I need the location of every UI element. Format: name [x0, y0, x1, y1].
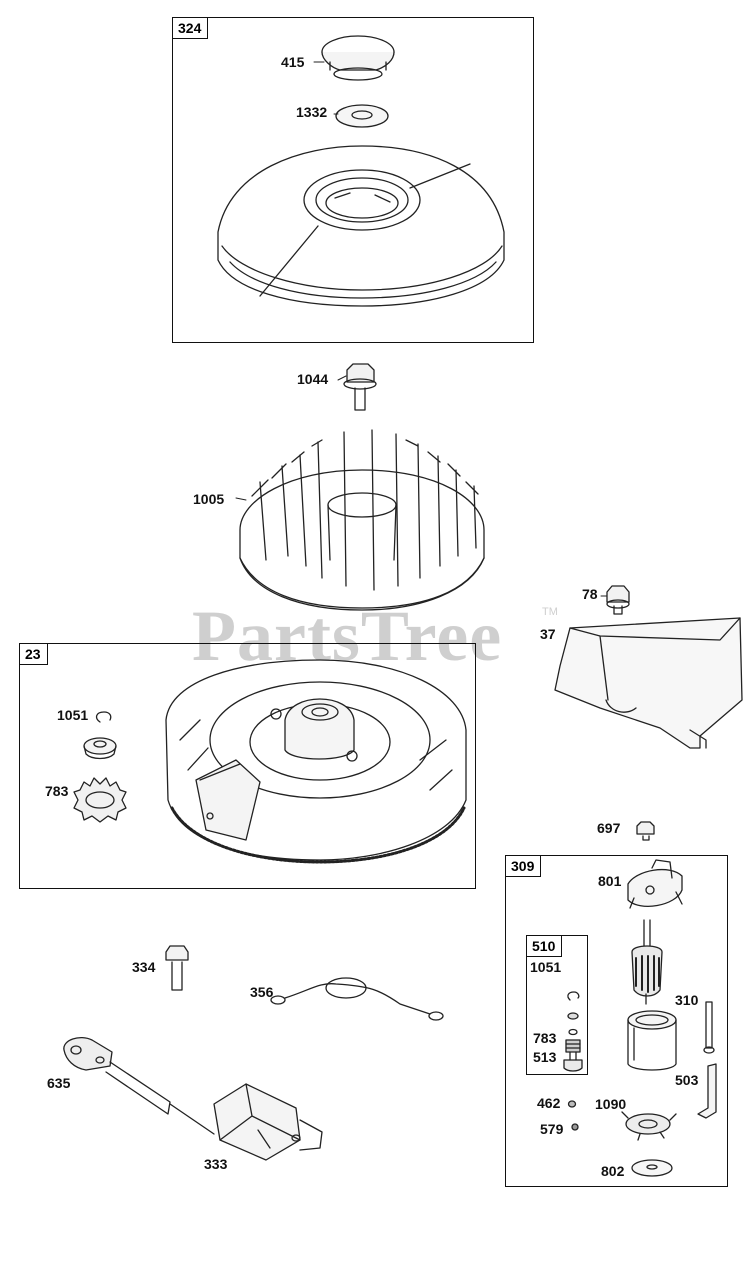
label-783-kit[interactable]: 783 [533, 1030, 557, 1046]
part-37-shield-icon[interactable] [554, 617, 743, 749]
label-503[interactable]: 503 [675, 1072, 699, 1088]
part-1044-bolt-icon[interactable] [343, 363, 377, 411]
label-37[interactable]: 37 [540, 626, 556, 642]
label-333[interactable]: 333 [204, 1156, 228, 1172]
label-1332[interactable]: 1332 [296, 104, 328, 120]
group-box-510: 510 [526, 935, 588, 1075]
part-579-nut-icon[interactable] [571, 1123, 579, 1131]
label-310[interactable]: 310 [675, 992, 699, 1008]
label-415[interactable]: 415 [281, 54, 305, 70]
label-334[interactable]: 334 [132, 959, 156, 975]
part-23-flywheel-icon[interactable] [165, 659, 467, 864]
part-nut-icon[interactable] [83, 737, 117, 760]
group-box-23: 23 [19, 643, 476, 889]
group-tag-510[interactable]: 510 [527, 936, 563, 957]
part-1005-fan-icon[interactable] [239, 429, 485, 611]
label-783[interactable]: 783 [45, 783, 69, 799]
group-tag-309[interactable]: 309 [506, 856, 542, 877]
part-415-cap-icon[interactable] [321, 35, 395, 81]
part-462-nut-icon[interactable] [567, 1100, 577, 1108]
group-tag-23[interactable]: 23 [20, 644, 48, 665]
part-503-bracket-icon[interactable] [697, 1063, 717, 1119]
group-box-309: 309 [505, 855, 728, 1187]
part-333-module-icon[interactable] [213, 1083, 323, 1161]
part-78-bolt-icon[interactable] [606, 585, 630, 615]
part-801-cap-icon[interactable] [627, 859, 683, 909]
label-1090[interactable]: 1090 [595, 1096, 627, 1112]
label-462[interactable]: 462 [537, 1095, 561, 1111]
part-802-washer-icon[interactable] [631, 1159, 673, 1177]
label-78[interactable]: 78 [582, 586, 598, 602]
group-box-324: 324 [172, 17, 534, 343]
part-1051-ring-icon[interactable] [95, 711, 112, 723]
label-1051-kit[interactable]: 1051 [530, 959, 562, 975]
part-783-gear-icon[interactable] [73, 777, 127, 823]
part-310-bolt-icon[interactable] [703, 1001, 715, 1054]
label-579[interactable]: 579 [540, 1121, 564, 1137]
watermark-tm: TM [542, 606, 558, 618]
part-510-kit-icon[interactable] [563, 991, 583, 1072]
label-802[interactable]: 802 [601, 1163, 625, 1179]
label-1044[interactable]: 1044 [297, 371, 329, 387]
part-324-housing-icon[interactable] [217, 145, 505, 307]
part-1332-washer-icon[interactable] [335, 104, 389, 128]
part-635-lead-icon[interactable] [63, 1036, 215, 1135]
label-1051[interactable]: 1051 [57, 707, 89, 723]
part-armature-icon[interactable] [631, 919, 663, 1005]
part-697-bolt-icon[interactable] [636, 821, 655, 841]
leader-lines [235, 61, 608, 597]
label-1005[interactable]: 1005 [193, 491, 225, 507]
group-tag-324[interactable]: 324 [173, 18, 209, 39]
part-starter-housing-icon[interactable] [627, 1010, 677, 1071]
watermark: PartsTree [192, 596, 503, 676]
label-697[interactable]: 697 [597, 820, 621, 836]
label-356[interactable]: 356 [250, 984, 274, 1000]
part-1090-brush-icon[interactable] [621, 1111, 677, 1141]
label-635[interactable]: 635 [47, 1075, 71, 1091]
part-356-wire-icon[interactable] [270, 977, 444, 1021]
label-801[interactable]: 801 [598, 873, 622, 889]
part-334-bolt-icon[interactable] [165, 945, 189, 991]
label-513[interactable]: 513 [533, 1049, 557, 1065]
